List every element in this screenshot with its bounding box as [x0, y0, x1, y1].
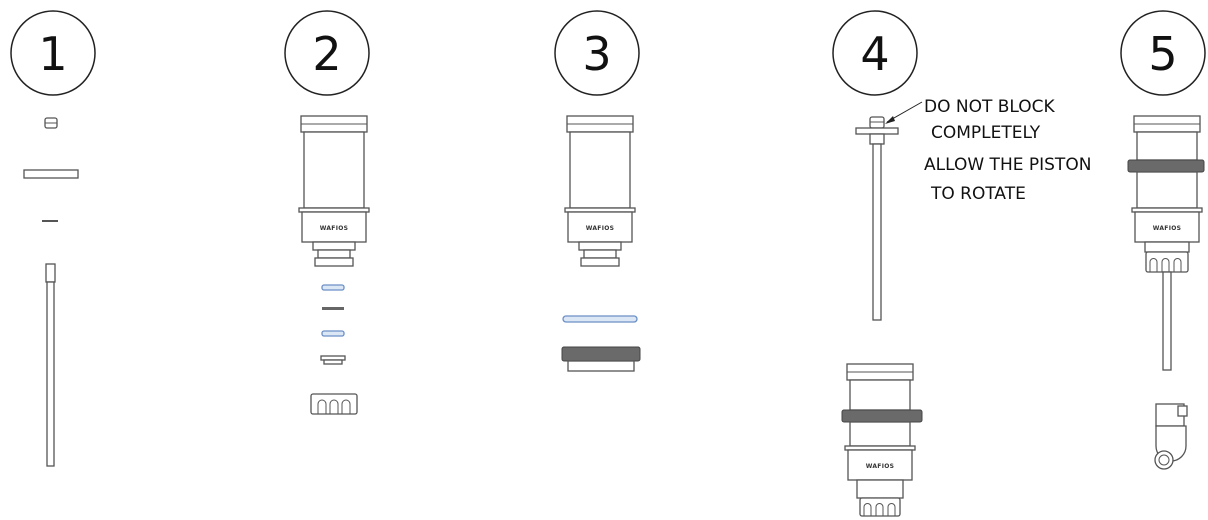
- rotation-note: DO NOT BLOCK COMPLETELY ALLOW THE PISTON…: [924, 97, 1097, 204]
- part-marking: WAFIOS: [586, 225, 615, 232]
- step-5-badge: 5: [1120, 10, 1206, 96]
- step-5-parts: WAFIOS: [1127, 115, 1205, 470]
- note-line-4: TO ROTATE: [930, 184, 1026, 204]
- step-5-number: 5: [1148, 27, 1177, 81]
- o-ring-seal: [321, 284, 345, 291]
- spacer-line: [42, 220, 58, 222]
- step-2-number: 2: [312, 27, 341, 81]
- cylinder-body: WAFIOS: [298, 115, 370, 267]
- part-marking: WAFIOS: [1153, 225, 1182, 232]
- step-1-badge: 1: [10, 10, 96, 96]
- large-o-ring: [562, 315, 638, 323]
- small-nut: [44, 117, 58, 129]
- step-3-badge: 3: [554, 10, 640, 96]
- note-line-1: DO NOT BLOCK: [924, 97, 1056, 117]
- step-2-parts: WAFIOS: [298, 115, 370, 415]
- cylinder-with-collar: WAFIOS: [841, 363, 923, 517]
- piston-rod: [45, 263, 56, 467]
- knurled-collar: [561, 346, 641, 372]
- o-ring-seal: [321, 330, 345, 337]
- final-cylinder-assembly: WAFIOS: [1127, 115, 1205, 371]
- step-4-number: 4: [860, 27, 889, 81]
- step-3-parts: WAFIOS: [561, 115, 641, 372]
- step-4-badge: 4: [832, 10, 918, 96]
- cylinder-body: WAFIOS: [564, 115, 636, 267]
- washer-plate: [23, 169, 79, 179]
- step-3-number: 3: [582, 27, 611, 81]
- step-4-parts: DO NOT BLOCK COMPLETELY ALLOW THE PISTON…: [841, 97, 1097, 517]
- note-leader: [885, 101, 923, 124]
- step-1-parts: [23, 117, 79, 467]
- clevis-end: [1154, 403, 1188, 470]
- step-1-number: 1: [38, 27, 67, 81]
- slotted-nut: [310, 393, 358, 415]
- step-2-badge: 2: [284, 10, 370, 96]
- flat-ring: [322, 307, 344, 310]
- note-line-3: ALLOW THE PISTON: [924, 155, 1091, 175]
- part-marking: WAFIOS: [866, 463, 895, 470]
- retaining-washer: [320, 355, 346, 365]
- part-marking: WAFIOS: [320, 225, 349, 232]
- piston-rod-assembly: [855, 116, 899, 321]
- note-line-2: COMPLETELY: [931, 123, 1041, 143]
